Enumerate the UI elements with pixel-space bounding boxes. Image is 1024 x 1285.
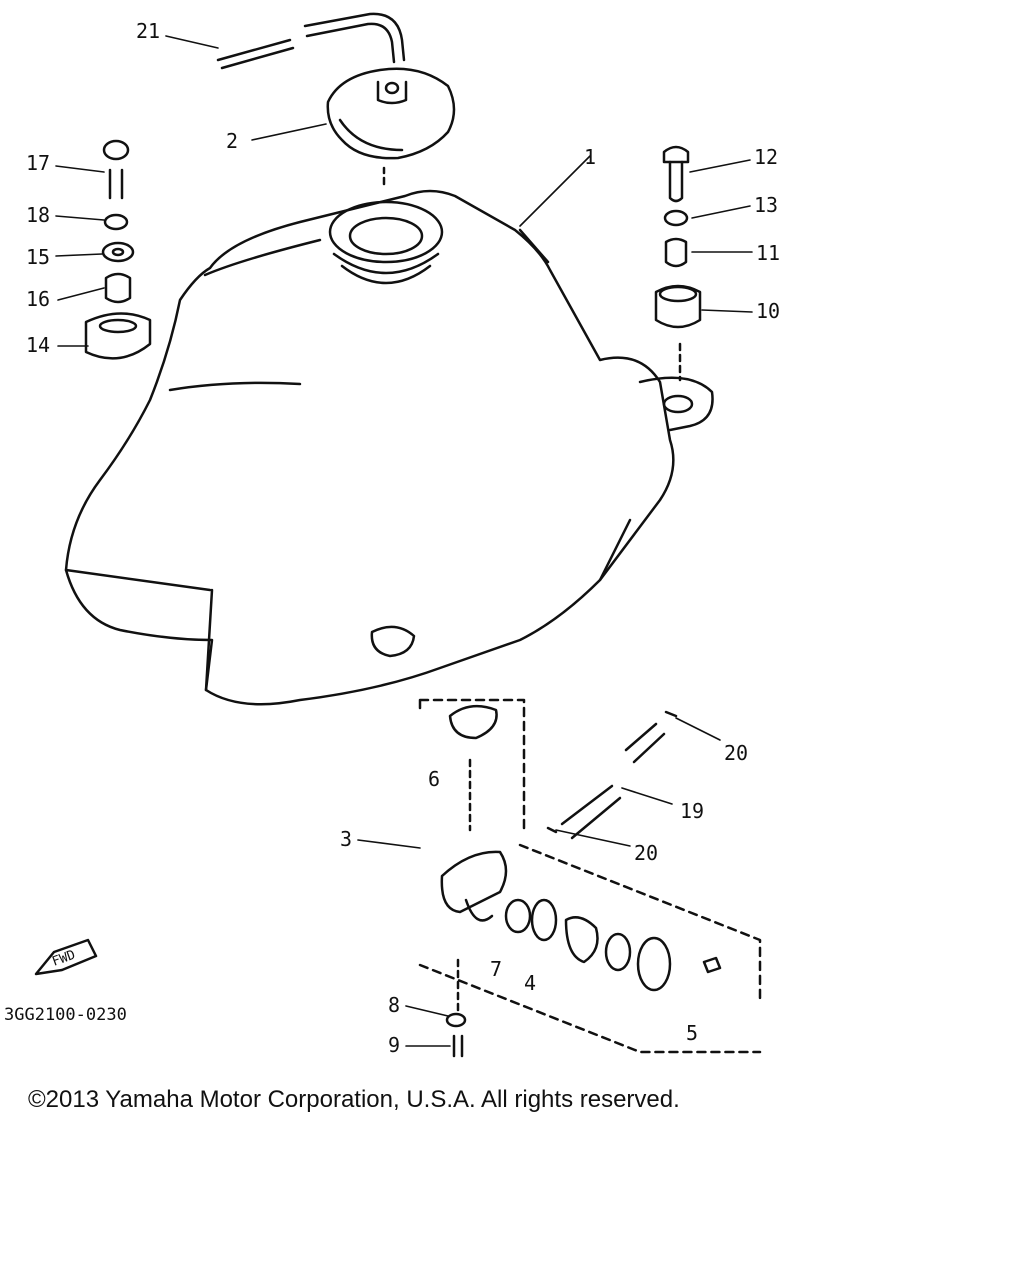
front-mount-hardware (84, 139, 152, 360)
callout-1: 1 (584, 145, 596, 169)
rear-mount-hardware (654, 145, 702, 329)
callout-14: 14 (26, 333, 50, 357)
callout-6: 6 (428, 767, 440, 791)
leader-lines (55, 35, 753, 1047)
callout-9: 9 (388, 1033, 400, 1057)
callout-10: 10 (756, 299, 780, 323)
callout-19: 19 (680, 799, 704, 823)
callout-18: 18 (26, 203, 50, 227)
callout-13: 13 (754, 193, 778, 217)
fuel-hose-and-clips (546, 710, 678, 840)
callout-16: 16 (26, 287, 50, 311)
callout-3: 3 (340, 827, 352, 851)
callout-5: 5 (686, 1021, 698, 1045)
callout-12: 12 (754, 145, 778, 169)
callout-11: 11 (756, 241, 780, 265)
callout-20-top: 20 (724, 741, 748, 765)
callout-labels: 21 2 1 17 18 15 16 14 12 13 11 10 6 3 20… (26, 19, 780, 1057)
fuel-cap (326, 67, 456, 186)
drawing-code: 3GG2100-0230 (4, 1005, 127, 1025)
callout-4: 4 (524, 971, 536, 995)
fuel-cock-assembly (418, 698, 762, 1058)
breather-hose (216, 12, 406, 70)
callout-8: 8 (388, 993, 400, 1017)
callout-20-bottom: 20 (634, 841, 658, 865)
copyright-notice: ©2013 Yamaha Motor Corporation, U.S.A. A… (28, 1086, 680, 1113)
fuel-tank (64, 189, 714, 706)
callout-17: 17 (26, 151, 50, 175)
callout-15: 15 (26, 245, 50, 269)
callout-21: 21 (136, 19, 160, 43)
fwd-arrow-icon (34, 938, 98, 976)
callout-7: 7 (490, 957, 502, 981)
callout-2: 2 (226, 129, 238, 153)
